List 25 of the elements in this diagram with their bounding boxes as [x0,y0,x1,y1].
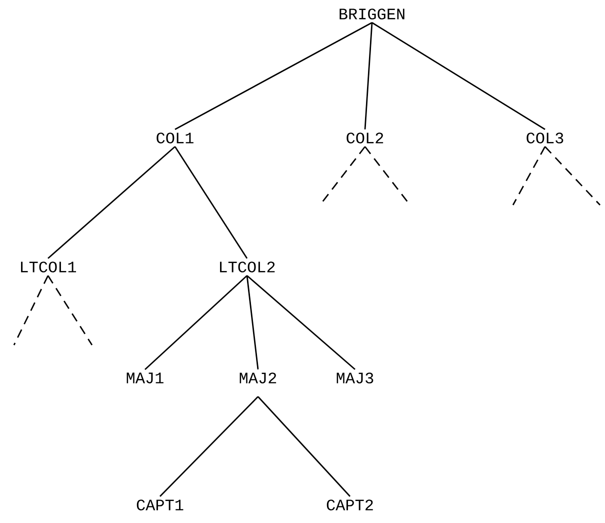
rank-label: CAPT2 [326,500,373,510]
rank-label: COL3 [526,132,564,144]
tree-line [364,22,373,130]
rank-label: MAJ1 [126,372,164,384]
dashed-line [13,275,49,346]
rank-label: MAJ3 [336,372,374,384]
rank-label: MAJ2 [240,372,276,384]
tree-line [144,275,248,370]
rank-label: BRIGGEN [340,8,404,20]
rank-label: CAPT1 [136,500,184,510]
tree-line [258,396,351,497]
tree-line [246,276,259,370]
rank-label: COL2 [346,132,384,144]
rank-label: LTCOL1 [21,262,76,272]
rank-label: COL1 [156,132,194,144]
tree-line [48,146,176,259]
rank-label: LTCOL2 [220,262,275,272]
dashed-line [47,275,93,346]
dashed-line [544,146,601,206]
tree-line [174,146,248,259]
dashed-line [512,146,546,206]
tree-line [160,396,258,497]
tree-line [372,22,546,130]
tree-line [246,275,356,370]
tree-line [174,22,372,130]
